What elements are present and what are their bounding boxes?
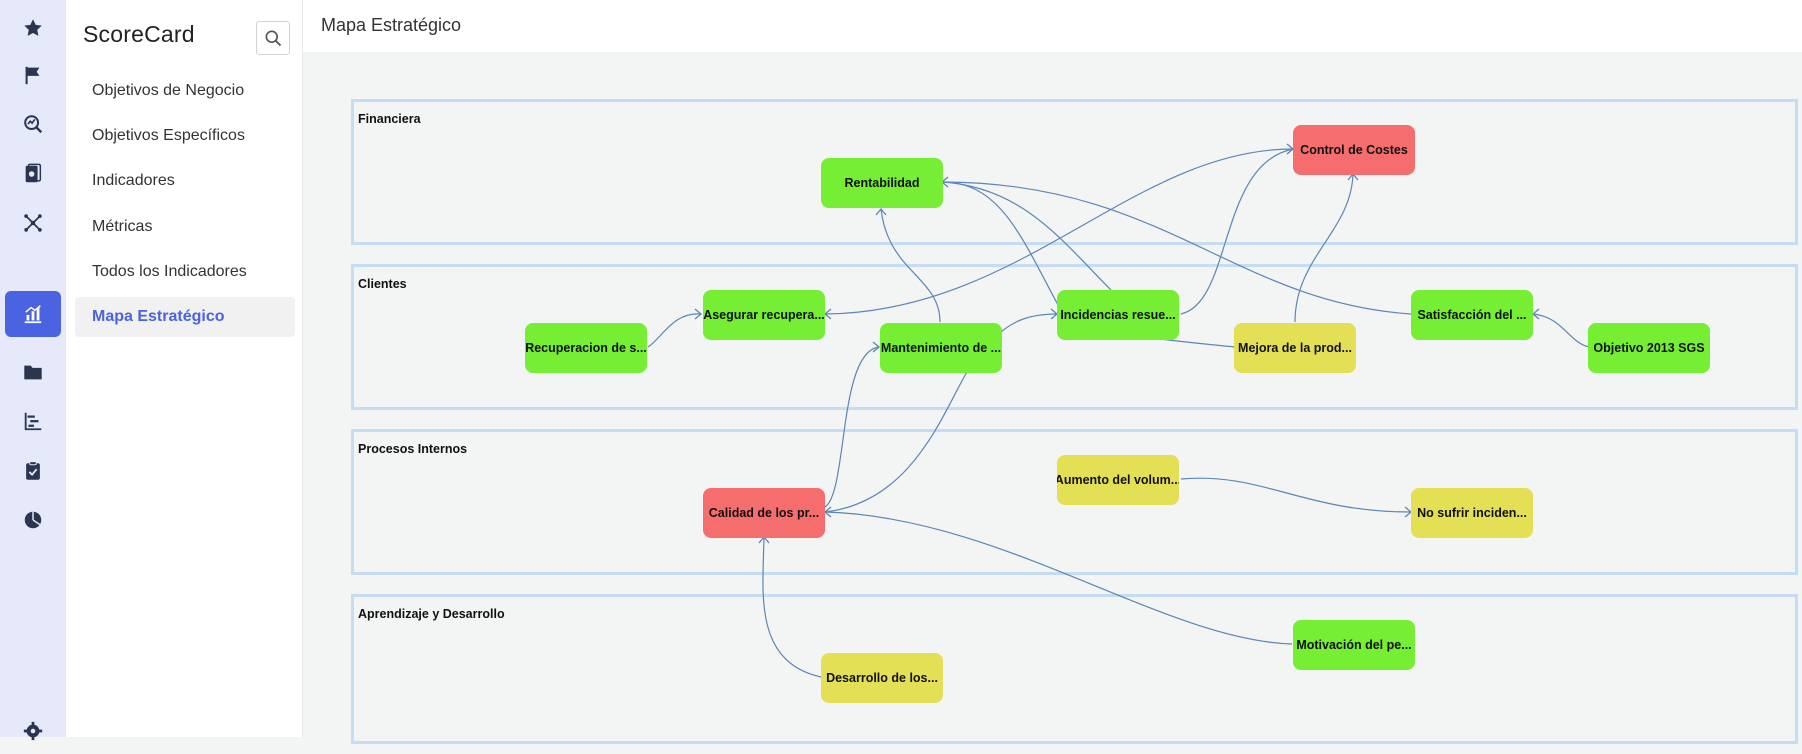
- node-incidencias-resueltas[interactable]: Incidencias resue...: [1057, 290, 1179, 340]
- search-button[interactable]: [256, 21, 290, 55]
- clipboard-check-icon[interactable]: [5, 448, 61, 494]
- sidebar-item-objetivos-especificos[interactable]: Objetivos Específicos: [92, 127, 245, 144]
- pie-chart-icon[interactable]: [5, 497, 61, 543]
- analytics-search-icon[interactable]: [5, 101, 61, 147]
- report-book-icon[interactable]: [5, 151, 61, 197]
- node-mantenimiento[interactable]: Mantenimiento de ...: [880, 323, 1002, 373]
- lane-label: Procesos Internos: [358, 442, 468, 456]
- node-calidad-procesos[interactable]: Calidad de los pr...: [703, 488, 825, 538]
- sidebar-item-objetivos-negocio[interactable]: Objetivos de Negocio: [92, 82, 245, 99]
- strategy-map: Financiera Clientes Procesos Internos Ap…: [303, 52, 1802, 744]
- star-icon[interactable]: [5, 5, 61, 51]
- sidebar-item-metricas[interactable]: Métricas: [92, 218, 153, 235]
- node-no-sufrir-incidencias[interactable]: No sufrir inciden...: [1411, 488, 1533, 538]
- sidebar-item-todos-indicadores[interactable]: Todos los Indicadores: [92, 263, 247, 280]
- lane-aprendizaje-desarrollo: Aprendizaje y Desarrollo: [351, 594, 1798, 744]
- icon-rail: [0, 0, 66, 741]
- app-title: ScoreCard: [83, 21, 195, 47]
- header: Mapa Estratégico: [303, 0, 1802, 52]
- node-motivacion-personal[interactable]: Motivación del pe...: [1293, 620, 1415, 670]
- node-control-costes[interactable]: Control de Costes: [1293, 125, 1415, 175]
- node-rentabilidad[interactable]: Rentabilidad: [821, 158, 943, 208]
- lane-financiera: Financiera: [351, 99, 1798, 245]
- page-title: Mapa Estratégico: [321, 15, 462, 35]
- lane-label: Financiera: [358, 112, 421, 126]
- node-mejora-productividad[interactable]: Mejora de la prod...: [1234, 323, 1356, 373]
- gear-icon[interactable]: [5, 708, 61, 754]
- flag-icon[interactable]: [5, 52, 61, 98]
- node-asegurar-recuperacion[interactable]: Asegurar recupera...: [703, 290, 825, 340]
- gantt-icon[interactable]: [5, 398, 61, 444]
- node-desarrollo[interactable]: Desarrollo de los...: [821, 653, 943, 703]
- search-icon: [265, 30, 282, 47]
- node-objetivo-2013-sgs[interactable]: Objetivo 2013 SGS: [1588, 323, 1710, 373]
- node-aumento-volumen[interactable]: Aumento del volum...: [1057, 455, 1179, 505]
- sidebar-item-mapa-estrategico[interactable]: Mapa Estratégico: [75, 297, 295, 337]
- node-recuperacion[interactable]: Recuperacion de s...: [525, 323, 647, 373]
- sidebar-item-indicadores[interactable]: Indicadores: [92, 172, 175, 189]
- bar-chart-icon[interactable]: [5, 291, 61, 337]
- network-icon[interactable]: [5, 200, 61, 246]
- node-satisfaccion[interactable]: Satisfacción del ...: [1411, 290, 1533, 340]
- lane-label: Aprendizaje y Desarrollo: [358, 607, 505, 621]
- lane-label: Clientes: [358, 277, 407, 291]
- sidebar: ScoreCard Objetivos de Negocio Objetivos…: [66, 0, 303, 737]
- folder-icon[interactable]: [5, 349, 61, 395]
